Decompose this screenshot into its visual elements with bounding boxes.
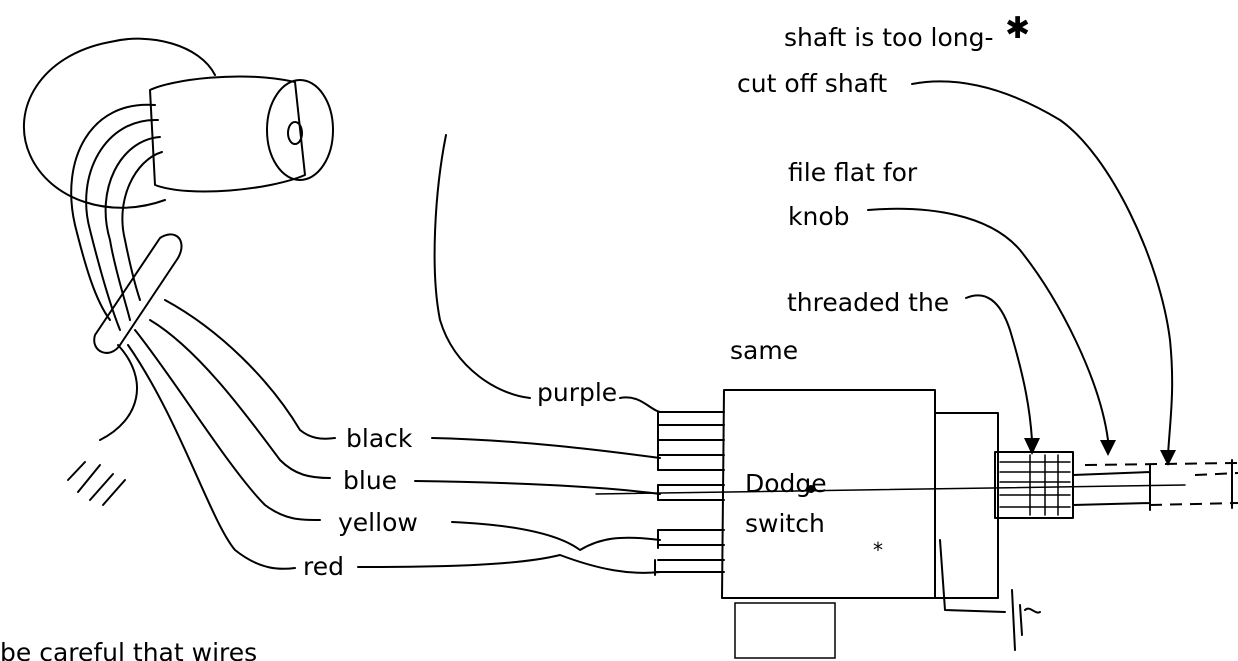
coil-circle (22, 41, 166, 209)
coil-wire-1 (70, 103, 156, 321)
wire-label-black: black (346, 424, 413, 453)
cylinder-hole (287, 121, 303, 145)
wire-label-purple: purple (537, 378, 617, 407)
threaded-section (994, 451, 1074, 519)
note-footnote: be careful that wires (0, 638, 257, 661)
coil-back-arc (109, 37, 216, 76)
threaded-shaft (994, 451, 1238, 519)
wire-harness (127, 299, 336, 570)
switch-collar (934, 412, 999, 599)
arrow-head-knob (1100, 440, 1116, 456)
label-leaders (357, 134, 661, 574)
terminal-bracket (939, 539, 1006, 613)
coil-wire-3 (104, 136, 161, 321)
wire-clamp (93, 233, 183, 354)
switch-tab (734, 602, 836, 659)
annotation-arrows (867, 80, 1176, 466)
note-threaded-the: threaded the (787, 288, 949, 317)
coil-wire-2 (85, 118, 159, 331)
ground-wire (99, 344, 138, 441)
cut-off-shaft-portion (1084, 462, 1238, 506)
note-cut-off-shaft: cut off shaft (737, 69, 887, 98)
note-knob: knob (788, 202, 850, 231)
switch-label-switch: switch (745, 509, 825, 538)
arrow-head-cut (1160, 450, 1176, 466)
bracket-scribble (1011, 589, 1041, 651)
dodge-switch: * Dodge switch (595, 389, 1186, 659)
note-same: same (730, 336, 798, 365)
wire-label-yellow: yellow (338, 508, 418, 537)
shaft-pivot (807, 485, 815, 493)
asterisk-star: ✱ (1005, 11, 1030, 46)
arrow-head-thread (1024, 438, 1040, 455)
switch-label-dodge: Dodge (745, 469, 827, 498)
note-shaft-too-long: shaft is too long- (784, 23, 994, 52)
shaft-centerline (595, 484, 1186, 495)
coil-assembly (22, 37, 334, 506)
ground-symbol (67, 461, 126, 506)
cylinder-body (149, 75, 306, 193)
wire-label-blue: blue (343, 466, 397, 495)
note-file-flat-for: file flat for (788, 158, 918, 187)
wire-label-red: red (303, 552, 344, 581)
coil-wire-4 (121, 151, 163, 301)
cylinder-end (266, 79, 334, 181)
asterisk-mark: * (873, 538, 883, 562)
